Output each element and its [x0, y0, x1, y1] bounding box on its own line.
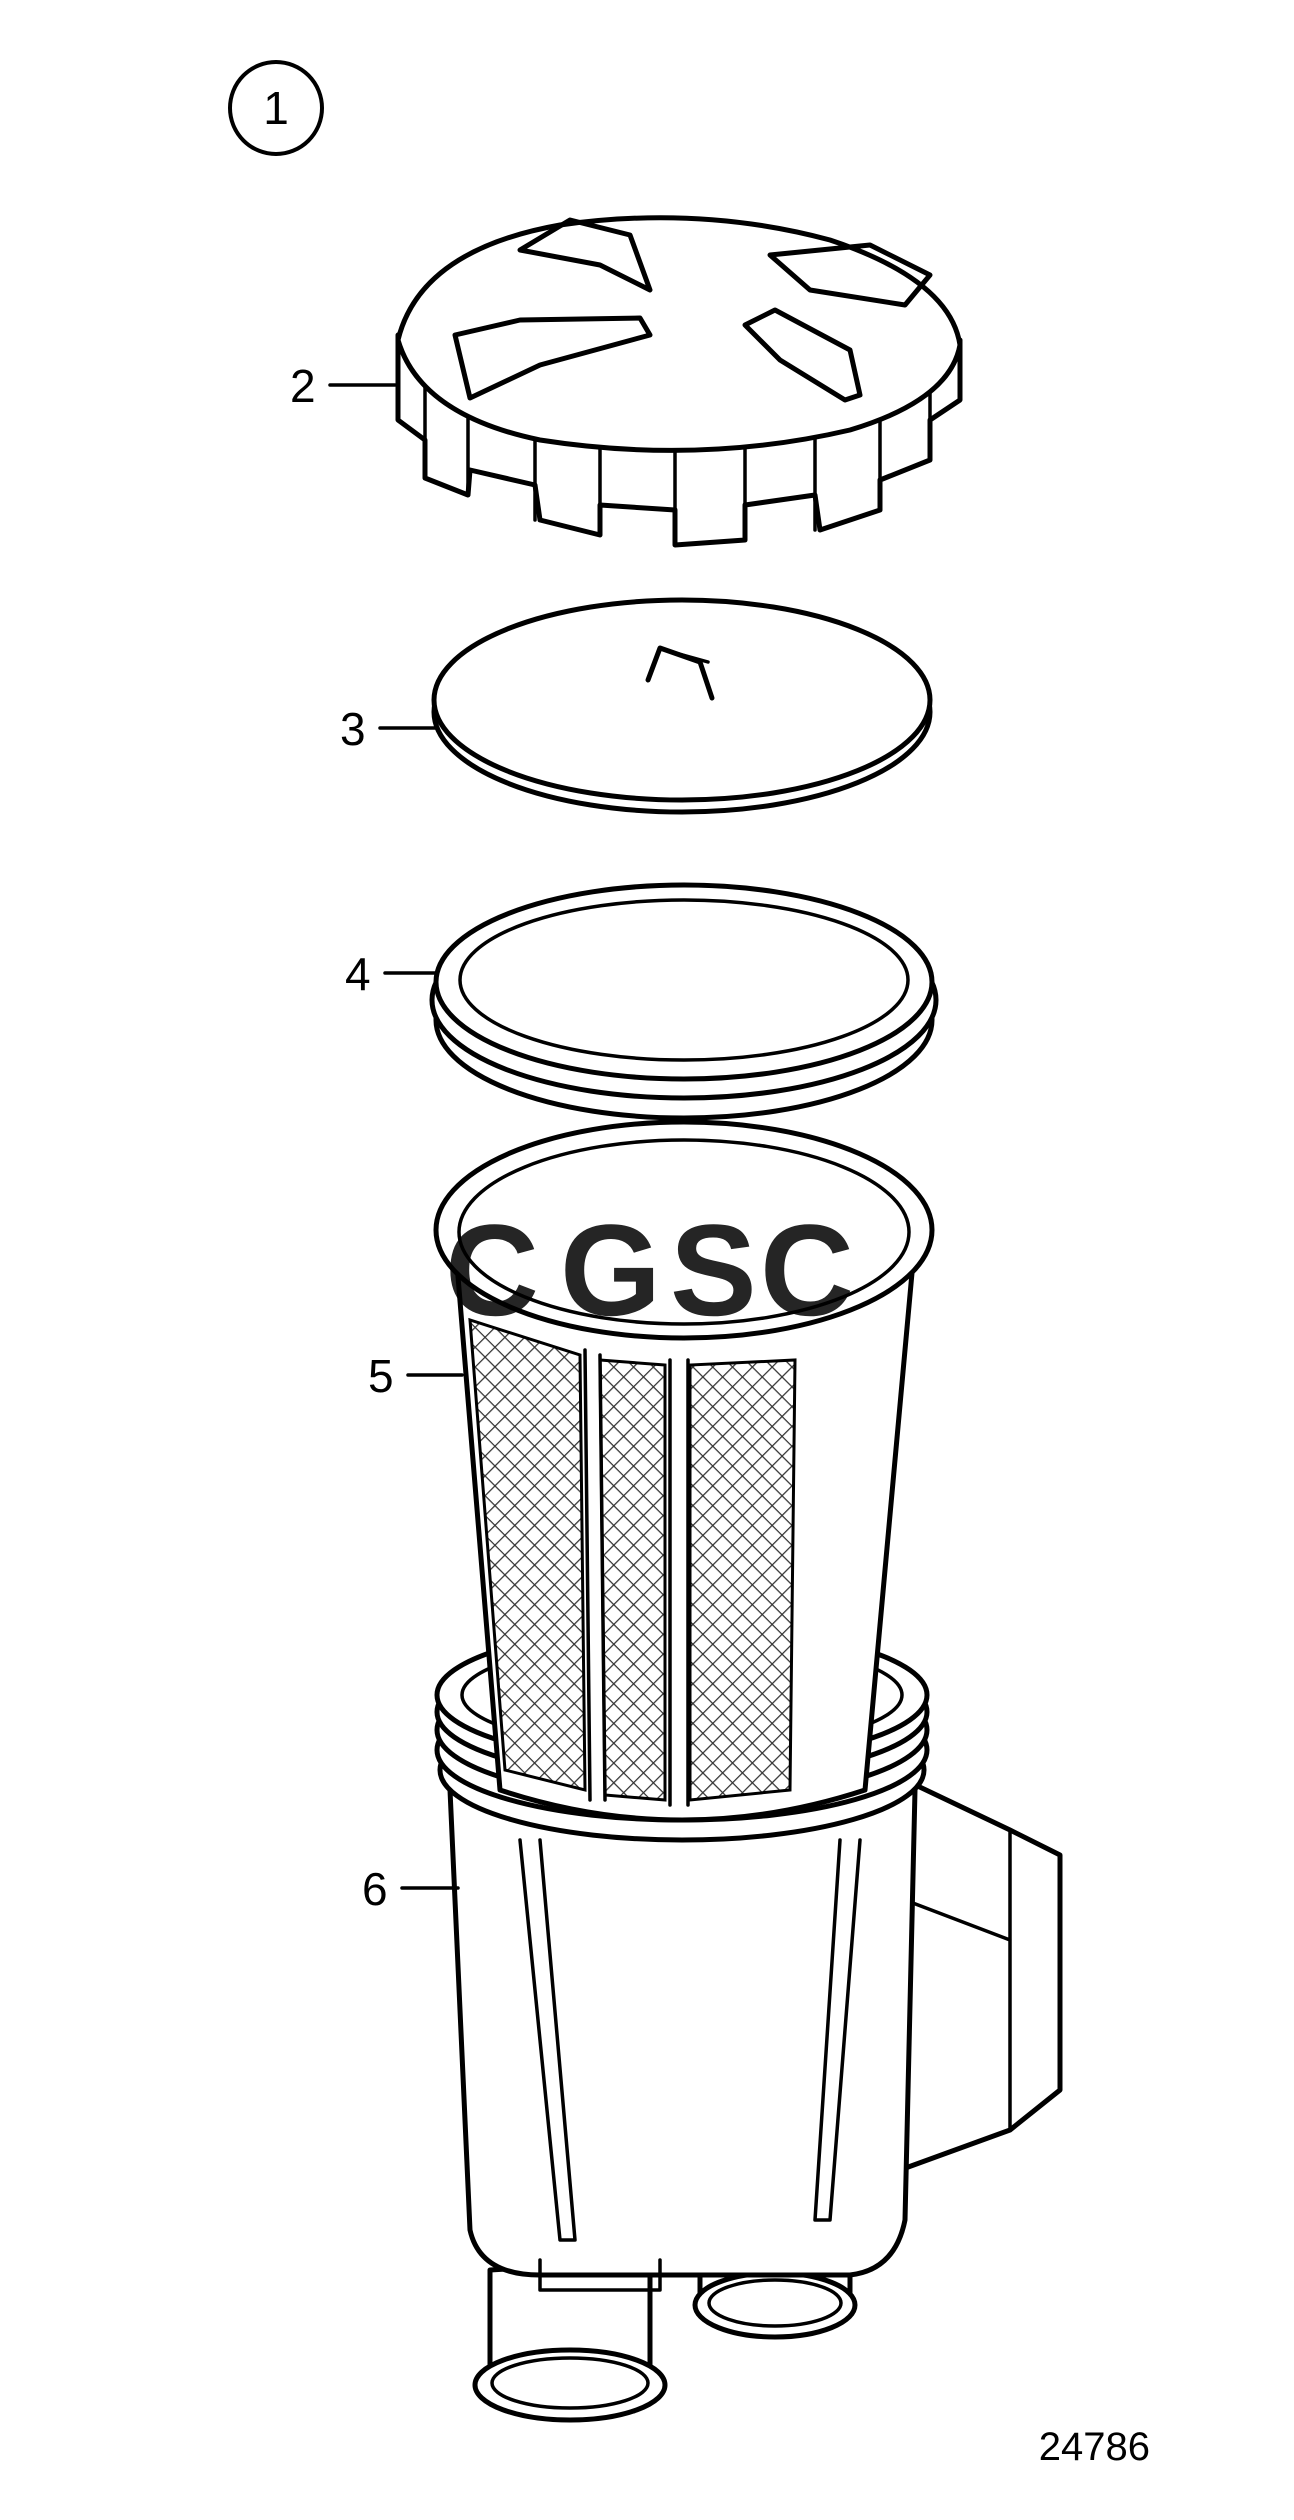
callout-label-6: 6: [362, 1863, 388, 1915]
callout-label-3: 3: [340, 703, 366, 755]
watermark-letter-2: G: [560, 1197, 661, 1343]
watermark: C G S C: [445, 1197, 854, 1343]
watermark-letter-3: S: [670, 1197, 757, 1343]
callout-3: 3: [340, 703, 438, 755]
watermark-letter-1: C: [445, 1197, 539, 1343]
strainer-basket: [433, 1119, 935, 1823]
cover-disc: [431, 597, 933, 815]
callout-6: 6: [362, 1863, 460, 1915]
figure-number-badge: 1: [228, 60, 324, 156]
callout-label-4: 4: [345, 948, 371, 1000]
cap: [395, 215, 963, 548]
watermark-letter-4: C: [760, 1197, 854, 1343]
callout-4: 4: [345, 948, 439, 1000]
callout-label-5: 5: [368, 1350, 394, 1402]
drawing-number: 24786: [1039, 2425, 1150, 2469]
callout-label-2: 2: [290, 360, 316, 412]
callout-5: 5: [368, 1350, 464, 1402]
callout-2: 2: [290, 360, 397, 412]
sealing-ring: [429, 882, 939, 1121]
figure-number: 1: [263, 82, 289, 134]
